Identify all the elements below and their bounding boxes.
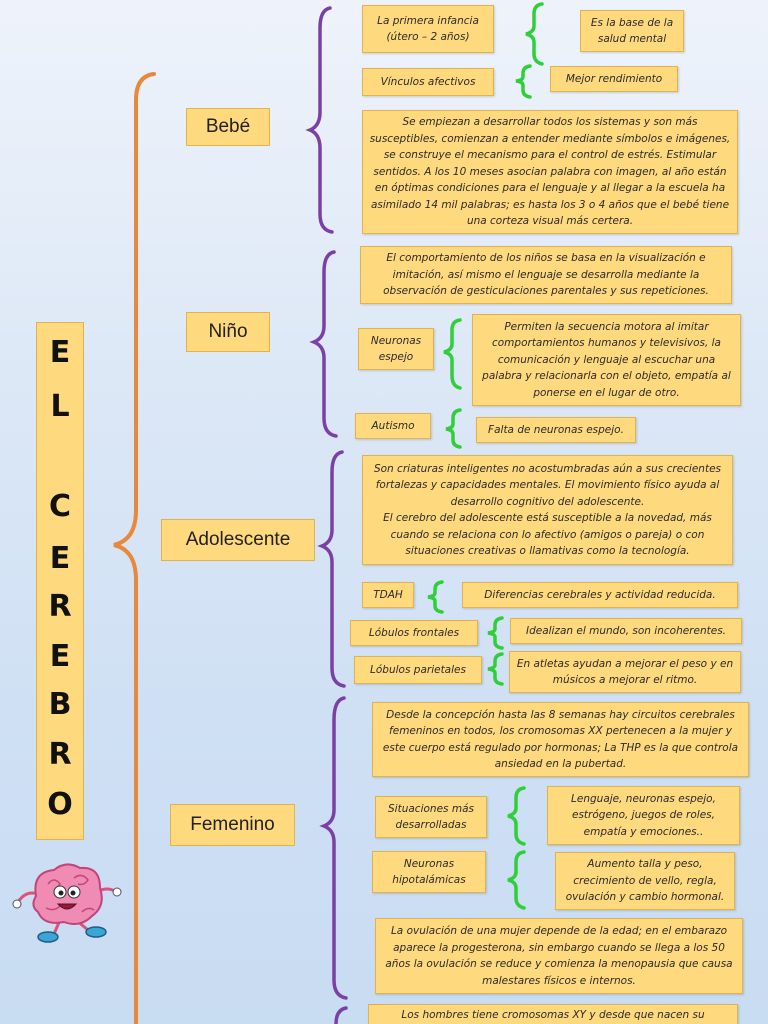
category-nino: Niño bbox=[186, 312, 270, 352]
title-letter: C bbox=[48, 489, 72, 524]
nino-desc-box: El comportamiento de los niños se basa e… bbox=[360, 246, 732, 304]
category-bebe: Bebé bbox=[186, 108, 270, 146]
femenino-situaciones-box: Situaciones más desarrolladas bbox=[375, 796, 487, 838]
green-brace-infancia bbox=[525, 2, 544, 66]
title-letter: R bbox=[48, 737, 72, 772]
adolescente-desc-1: Son criaturas inteligentes no acostumbra… bbox=[373, 462, 722, 508]
purple-brace-adolescente bbox=[317, 450, 346, 688]
adolescente-frontales-box: Lóbulos frontales bbox=[350, 620, 478, 646]
title-letter: O bbox=[47, 787, 73, 822]
title-letter: E bbox=[49, 335, 71, 370]
femenino-situaciones-desc-box: Lenguaje, neuronas espejo, estrógeno, ju… bbox=[547, 786, 740, 845]
femenino-desc-box: Desde la concepción hasta las 8 semanas … bbox=[372, 702, 749, 777]
purple-brace-nino bbox=[309, 250, 338, 438]
title-letter: B bbox=[48, 687, 72, 722]
adolescente-parietales-desc-box: En atletas ayudan a mejorar el peso y en… bbox=[509, 651, 741, 693]
title-letter: R bbox=[48, 589, 72, 624]
adolescente-parietales-box: Lóbulos parietales bbox=[354, 656, 482, 684]
category-femenino: Femenino bbox=[170, 804, 295, 846]
bebe-salud-box: Es la base de la salud mental bbox=[580, 10, 684, 52]
green-brace-autismo bbox=[445, 408, 462, 449]
adolescente-desc-2: El cerebro del adolescente está suscepti… bbox=[383, 512, 712, 557]
bebe-rendimiento-box: Mejor rendimiento bbox=[550, 66, 678, 92]
nino-neuronas-box: Neuronas espejo bbox=[358, 328, 434, 370]
category-adolescente: Adolescente bbox=[161, 519, 315, 561]
bebe-infancia-box: La primera infancia (útero – 2 años) bbox=[362, 5, 494, 53]
adolescente-tdah-desc-box: Diferencias cerebrales y actividad reduc… bbox=[462, 582, 738, 608]
green-brace-neuronas bbox=[443, 318, 462, 390]
nino-neuronas-desc-box: Permiten la secuencia motora al imitar c… bbox=[472, 314, 741, 406]
title-letter: E bbox=[49, 541, 71, 576]
masculino-desc-box: Los hombres tiene cromosomas XY y desde … bbox=[368, 1004, 738, 1024]
title-letter: L bbox=[50, 389, 70, 424]
adolescente-tdah-box: TDAH bbox=[362, 582, 414, 608]
green-brace-hipotalamicas bbox=[507, 850, 526, 910]
adolescente-frontales-desc-box: Idealizan el mundo, son incoherentes. bbox=[510, 618, 742, 644]
nino-autismo-box: Autismo bbox=[355, 413, 431, 439]
purple-brace-femenino bbox=[319, 696, 348, 1000]
bebe-vinculos-box: Vínculos afectivos bbox=[362, 68, 494, 96]
bebe-desc-box: Se empiezan a desarrollar todos los sist… bbox=[362, 110, 738, 234]
green-brace-frontales bbox=[487, 616, 504, 650]
green-brace-situaciones bbox=[507, 786, 526, 846]
main-orange-brace bbox=[113, 72, 156, 1024]
title-box: E L C E R E B R O bbox=[36, 322, 84, 840]
purple-brace-bebe bbox=[305, 6, 334, 234]
femenino-hipotalamicas-desc-box: Aumento talla y peso, crecimiento de vel… bbox=[555, 852, 735, 910]
green-brace-vinculos bbox=[515, 64, 532, 99]
purple-brace-masculino bbox=[334, 1006, 348, 1024]
title-letter: E bbox=[49, 639, 71, 674]
brain-mascot-icon bbox=[12, 863, 122, 943]
green-brace-tdah bbox=[427, 580, 444, 614]
adolescente-desc-box: Son criaturas inteligentes no acostumbra… bbox=[362, 455, 733, 565]
green-brace-parietales bbox=[487, 652, 504, 686]
femenino-ovulacion-box: La ovulación de una mujer depende de la … bbox=[375, 918, 743, 994]
nino-autismo-desc-box: Falta de neuronas espejo. bbox=[476, 417, 636, 443]
femenino-hipotalamicas-box: Neuronas hipotalámicas bbox=[372, 851, 486, 893]
